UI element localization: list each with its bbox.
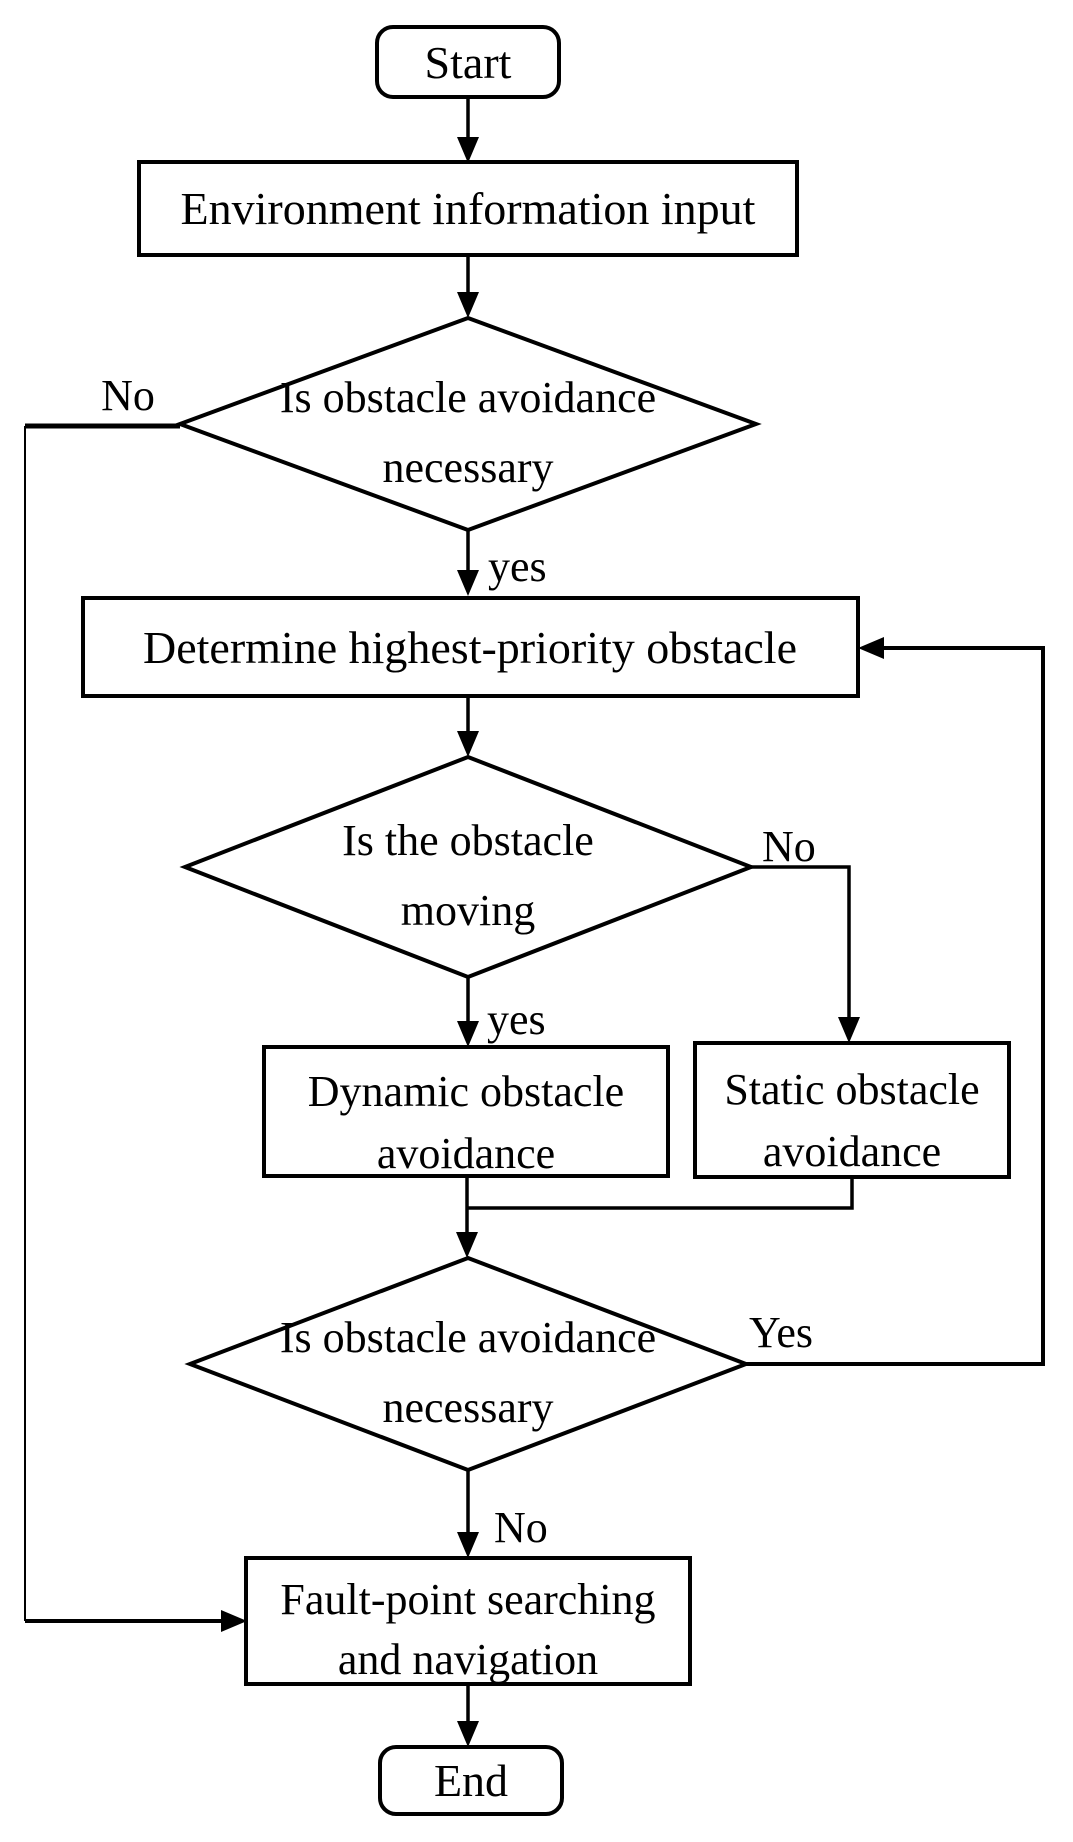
arrowhead-down-icon: [457, 1021, 479, 1047]
fault-label-line2: and navigation: [338, 1635, 598, 1684]
start-terminator-shape: [375, 25, 561, 99]
arrowhead-down-icon: [457, 1721, 479, 1747]
edge-label-decision1-no: No: [101, 371, 155, 420]
edge-fault-to-end: [457, 1684, 479, 1747]
node-end: End: [378, 1745, 564, 1816]
env-input-label: Environment information input: [181, 183, 756, 234]
node-fault: Fault-point searching and navigation: [244, 1556, 692, 1686]
static-process-shape: [693, 1041, 1011, 1179]
node-decision2: Is the obstacle moving: [179, 754, 757, 980]
edge-label-decision2-no: No: [762, 822, 816, 871]
determine-label: Determine highest-priority obstacle: [143, 622, 797, 673]
arrowhead-down-icon: [457, 137, 479, 163]
arrowhead-right-icon: [221, 1610, 247, 1632]
decision3-label-line1: Is obstacle avoidance: [280, 1313, 656, 1362]
edge-decision1-no-to-fault: [24, 423, 247, 1632]
arrowhead-down-icon: [457, 1532, 479, 1558]
arrowhead-left-icon: [858, 637, 884, 659]
decision1-label-line1: Is obstacle avoidance: [280, 373, 656, 422]
edge-label-decision3-no: No: [494, 1503, 548, 1552]
edge-line: [467, 1177, 854, 1210]
node-decision3: Is obstacle avoidance necessary: [184, 1255, 752, 1473]
fault-label-line1: Fault-point searching: [280, 1575, 655, 1624]
decision2-label-line2: moving: [401, 886, 535, 935]
edge-decision1-yes-to-determine: [457, 530, 479, 596]
edge-determine-to-decision2: [457, 696, 479, 757]
edge-decision2-yes-to-dynamic: [457, 977, 479, 1047]
end-label: End: [434, 1755, 508, 1806]
fault-process-shape: [244, 1556, 692, 1686]
edge-decision3-no-to-fault: [457, 1470, 479, 1558]
dynamic-label-line2: avoidance: [377, 1129, 555, 1178]
static-label-line1: Static obstacle: [724, 1065, 979, 1114]
decision3-label-line2: necessary: [382, 1383, 553, 1432]
edge-merge-to-decision3: [456, 1176, 854, 1258]
arrowhead-down-icon: [457, 570, 479, 596]
edge-decision2-no-to-static: [751, 865, 860, 1043]
dynamic-label-line1: Dynamic obstacle: [308, 1067, 624, 1116]
env-input-process-shape: [137, 160, 799, 257]
decision2-label-line1: Is the obstacle: [342, 816, 594, 865]
edge-line: [751, 865, 851, 1019]
decision1-diamond-shape: [174, 315, 762, 533]
node-env-input: Environment information input: [137, 160, 799, 257]
arrowhead-down-icon: [457, 292, 479, 318]
start-label: Start: [425, 37, 512, 88]
arrowhead-down-icon: [838, 1017, 860, 1043]
edge-label-decision3-yes: Yes: [749, 1308, 813, 1357]
end-terminator-shape: [378, 1745, 564, 1816]
edge-env-input-to-decision1: [457, 255, 479, 318]
determine-process-shape: [81, 596, 860, 698]
dynamic-process-shape: [262, 1045, 670, 1178]
node-decision1: Is obstacle avoidance necessary: [174, 315, 762, 533]
static-label-line2: avoidance: [763, 1127, 941, 1176]
node-start: Start: [375, 25, 561, 99]
arrowhead-down-icon: [456, 1232, 478, 1258]
edge-start-to-env-input: [457, 97, 479, 163]
edge-line: [746, 646, 1045, 1366]
node-dynamic: Dynamic obstacle avoidance: [262, 1045, 670, 1178]
node-static: Static obstacle avoidance: [693, 1041, 1011, 1179]
decision2-diamond-shape: [179, 754, 757, 980]
node-determine: Determine highest-priority obstacle: [81, 596, 860, 698]
arrowhead-down-icon: [457, 731, 479, 757]
edge-decision3-yes-feedback-to-determine: [746, 637, 1045, 1366]
decision3-diamond-shape: [184, 1255, 752, 1473]
decision1-label-line2: necessary: [382, 443, 553, 492]
edge-label-decision2-yes: yes: [487, 995, 546, 1044]
edge-label-decision1-yes: yes: [488, 542, 547, 591]
